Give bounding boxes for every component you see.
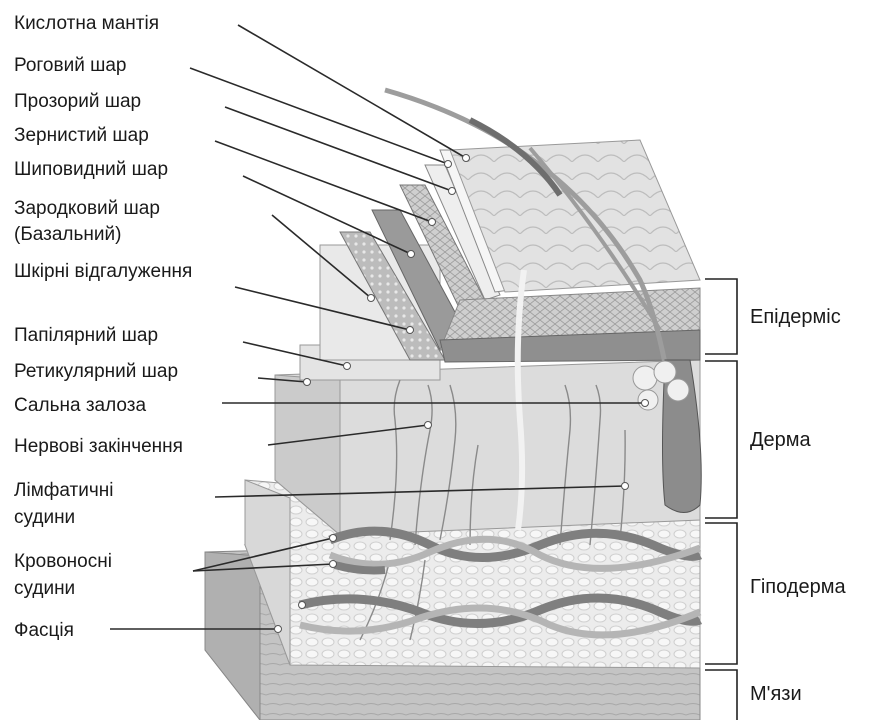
bracket-muscles <box>705 670 737 720</box>
label-dermal-papillae: Шкірні відгалуження <box>14 261 192 282</box>
label-blood-vessels-2: судини <box>14 578 75 599</box>
label-stratum-corneum: Роговий шар <box>14 55 126 76</box>
label-blood-vessels: Кровоносні <box>14 551 112 572</box>
region-dermis: Дерма <box>750 429 812 451</box>
label-stratum-basale-alt: (Базальний) <box>14 224 121 245</box>
label-lymph-vessels: Лімфатичні <box>14 480 113 501</box>
label-papillary-layer: Папілярний шар <box>14 325 158 346</box>
label-reticular-layer: Ретикулярний шар <box>14 361 178 382</box>
label-acid-mantle: Кислотна мантія <box>14 13 159 34</box>
label-nerve-endings: Нервові закінчення <box>14 436 183 457</box>
label-stratum-basale: Зародковий шар <box>14 198 160 219</box>
bracket-dermis <box>705 361 737 518</box>
region-epidermis: Епідерміс <box>750 306 841 328</box>
label-sebaceous-gland: Сальна залоза <box>14 395 146 416</box>
layer-labels: Кислотна мантія Роговий шар Прозорий шар… <box>14 13 192 641</box>
label-fascia: Фасція <box>14 620 74 641</box>
region-hypodermis: Гіподерма <box>750 576 846 598</box>
label-lymph-vessels-2: судини <box>14 507 75 528</box>
region-muscles: М'язи <box>750 683 802 705</box>
region-brackets <box>705 279 737 720</box>
region-labels: Епідерміс Дерма Гіподерма М'язи <box>750 306 846 705</box>
label-stratum-granulosum: Зернистий шар <box>14 125 149 146</box>
label-stratum-lucidum: Прозорий шар <box>14 91 141 112</box>
bracket-hypodermis <box>705 523 737 664</box>
label-stratum-spinosum: Шиповидний шар <box>14 159 168 180</box>
bracket-epidermis <box>705 279 737 354</box>
